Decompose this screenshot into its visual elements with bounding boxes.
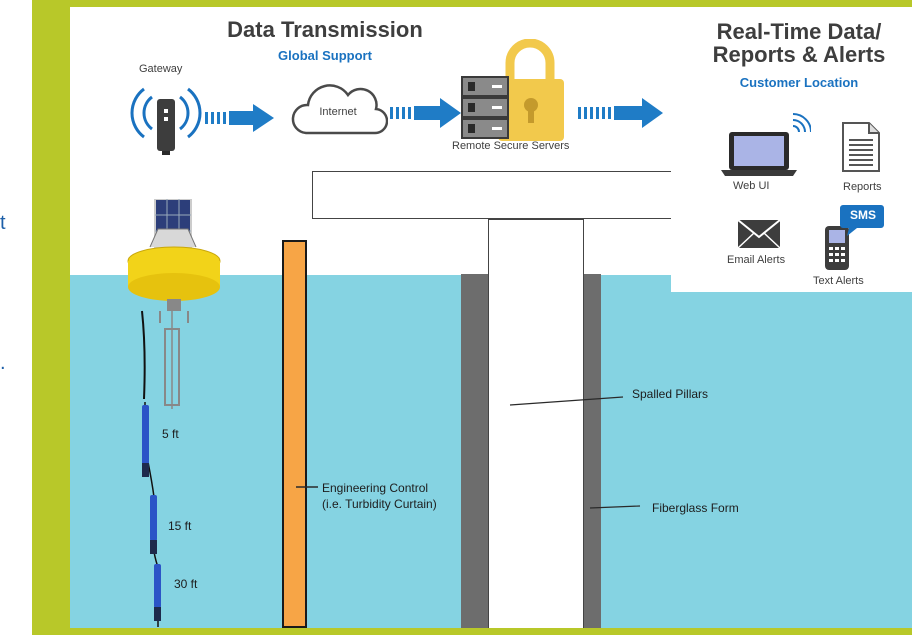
email-alerts-label: Email Alerts	[727, 254, 786, 266]
global-support-subtitle: Global Support	[278, 48, 372, 63]
text-alerts-label: Text Alerts	[813, 275, 864, 287]
spalled-pillars-leader	[509, 396, 624, 406]
sensor-5ft-cap	[142, 463, 149, 477]
sensor-30ft-cap	[154, 607, 161, 621]
engineering-control-label-line2: (i.e. Turbidity Curtain)	[322, 497, 437, 511]
cloud-icon	[291, 84, 388, 135]
dock-deck	[312, 171, 692, 219]
internet-label: Internet	[319, 106, 357, 118]
customer-panel-title-line2: Reports & Alerts	[712, 42, 886, 67]
diagram-frame: Real-Time Data/ Reports & Alerts Custome…	[32, 0, 912, 635]
depth-label-15ft: 15 ft	[168, 519, 192, 533]
spalled-pillars-label: Spalled Pillars	[632, 387, 709, 401]
depth-label-5ft: 5 ft	[162, 427, 179, 441]
depth-label-30ft: 30 ft	[174, 577, 198, 591]
sensor-30ft	[154, 564, 161, 608]
envelope-icon	[737, 219, 781, 249]
engineering-control-label-line1: Engineering Control	[322, 481, 429, 495]
data-transmission-title: Data Transmission	[227, 17, 423, 42]
laptop-icon	[721, 113, 811, 176]
arrow-right-icon	[390, 98, 461, 128]
sms-bubble-icon	[840, 205, 884, 236]
sensor-5ft	[142, 405, 149, 465]
sensor-15ft-cap	[150, 540, 157, 554]
customer-panel-title-line1: Real-Time Data/	[716, 19, 882, 44]
fiberglass-form-label: Fiberglass Form	[652, 501, 739, 515]
sms-label: SMS	[849, 208, 876, 222]
remote-servers-label: Remote Secure Servers	[452, 140, 570, 152]
gateway-label: Gateway	[139, 63, 183, 75]
web-ui-label: Web UI	[733, 180, 770, 192]
arrow-right-icon	[205, 104, 274, 132]
document-icon	[842, 122, 880, 172]
arrow-right-icon	[578, 98, 663, 128]
buoy-icon	[127, 199, 221, 409]
reports-label: Reports	[843, 181, 882, 193]
customer-panel-subtitle: Customer Location	[739, 75, 859, 90]
turbidity-curtain	[282, 240, 307, 628]
gateway-icon	[130, 87, 202, 155]
fiberglass-form-leader	[589, 505, 641, 509]
left-text-fragment-1: t	[0, 212, 6, 234]
customer-location-panel: Real-Time Data/ Reports & Alerts Custome…	[671, 7, 912, 292]
phone-icon	[825, 226, 849, 270]
diagram-canvas: Real-Time Data/ Reports & Alerts Custome…	[70, 7, 912, 628]
annotation-lines	[296, 396, 641, 509]
sensor-15ft	[150, 495, 157, 541]
spalled-pillar	[488, 219, 584, 628]
left-text-fragment-2: .	[0, 352, 6, 374]
secure-servers-icon	[461, 39, 564, 141]
